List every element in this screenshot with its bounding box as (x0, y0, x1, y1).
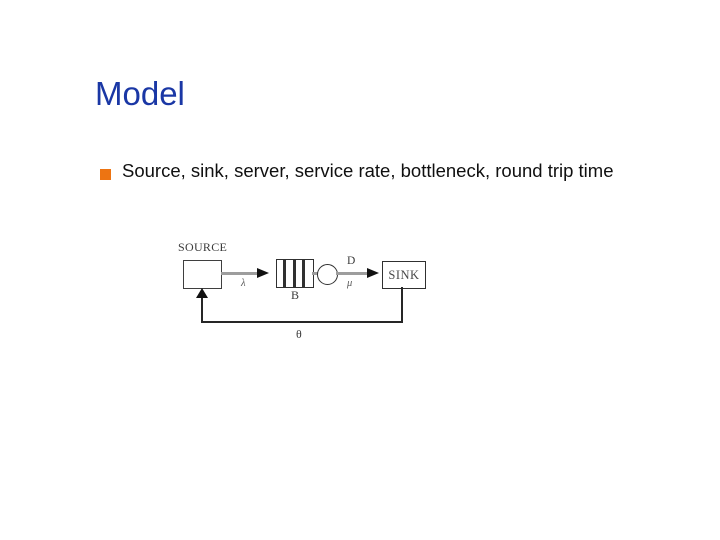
round-trip-delay-label: θ (296, 327, 302, 341)
arrowhead-up-icon (196, 288, 208, 298)
buffer-slot-divider (283, 260, 286, 287)
server-circle (317, 264, 338, 285)
source-label: SOURCE (178, 240, 228, 254)
buffer-slot-divider (302, 260, 305, 287)
arrowhead-right-icon (367, 267, 379, 278)
buffer-queue (276, 259, 314, 288)
source-box (183, 260, 222, 289)
arrival-rate-label: λ (241, 278, 246, 289)
buffer-slot-divider (292, 260, 296, 287)
buffer-size-label: B (291, 288, 300, 302)
server-to-sink-connector (336, 271, 368, 275)
feedback-line-right (401, 287, 403, 322)
sink-label: SINK (388, 267, 420, 282)
bullet-square-icon (100, 169, 111, 180)
source-to-buffer-connector (221, 271, 258, 275)
arrowhead-right-icon (257, 267, 269, 278)
bullet-text: Source, sink, server, service rate, bott… (122, 160, 614, 181)
delay-label: D (347, 255, 356, 267)
sink-box: SINK (382, 261, 426, 289)
feedback-line-left (201, 297, 203, 321)
buffer-to-server-connector (312, 271, 318, 275)
feedback-line-bottom (201, 321, 403, 323)
service-rate-label: μ (347, 278, 353, 289)
page-title: Model (95, 75, 185, 112)
